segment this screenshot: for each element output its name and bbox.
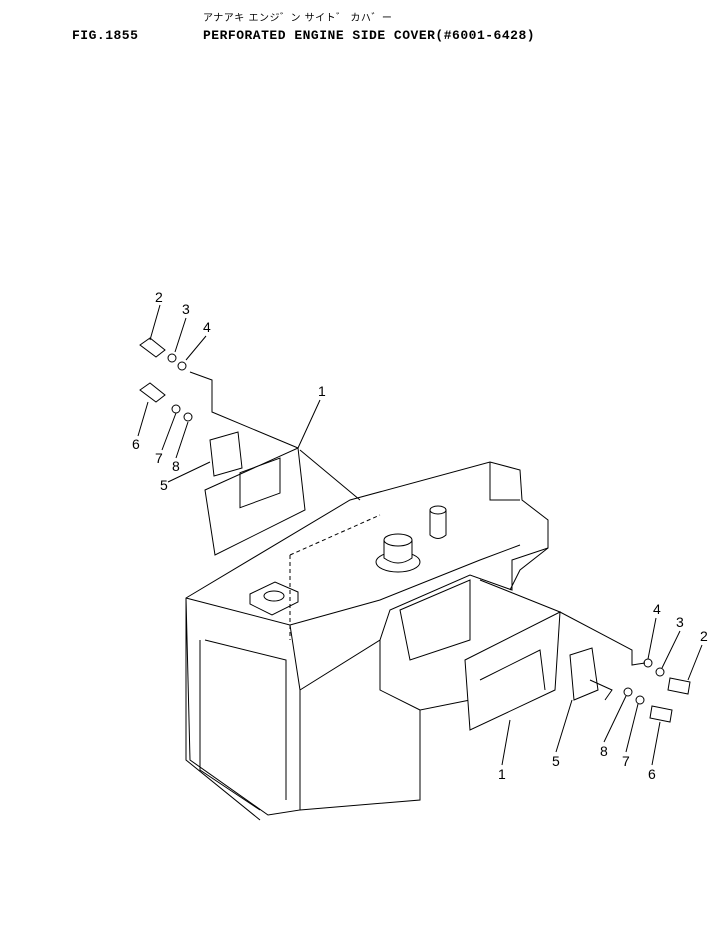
callouts-left: 2 3 4 6 7 8 1 5	[132, 289, 326, 493]
callout-1: 1	[318, 383, 326, 399]
figure-title: PERFORATED ENGINE SIDE COVER(#6001-6428)	[203, 28, 536, 43]
right-perforated-cover	[464, 611, 613, 731]
callout-7: 7	[622, 753, 630, 769]
callout-3: 3	[676, 614, 684, 630]
callout-8: 8	[172, 458, 180, 474]
callout-5: 5	[160, 477, 168, 493]
callout-4: 4	[203, 319, 211, 335]
callout-2: 2	[155, 289, 163, 305]
callout-6: 6	[648, 766, 656, 782]
callout-6: 6	[132, 436, 140, 452]
callout-7: 7	[155, 450, 163, 466]
callout-8: 8	[600, 743, 608, 759]
callouts-right: 4 3 2 5 8 7 6 1	[498, 601, 708, 782]
japanese-title: アナアキ エンジ゛ン サイト゛ カハ゛ー	[203, 13, 393, 24]
callout-3: 3	[182, 301, 190, 317]
callout-1: 1	[498, 766, 506, 782]
figure-number: FIG.1855	[72, 28, 139, 43]
left-perforated-cover	[204, 431, 306, 556]
callout-2: 2	[700, 628, 708, 644]
callout-5: 5	[552, 753, 560, 769]
engine-hood	[185, 461, 549, 821]
left-hardware	[139, 337, 361, 501]
right-hardware	[479, 579, 691, 723]
callout-4: 4	[653, 601, 661, 617]
